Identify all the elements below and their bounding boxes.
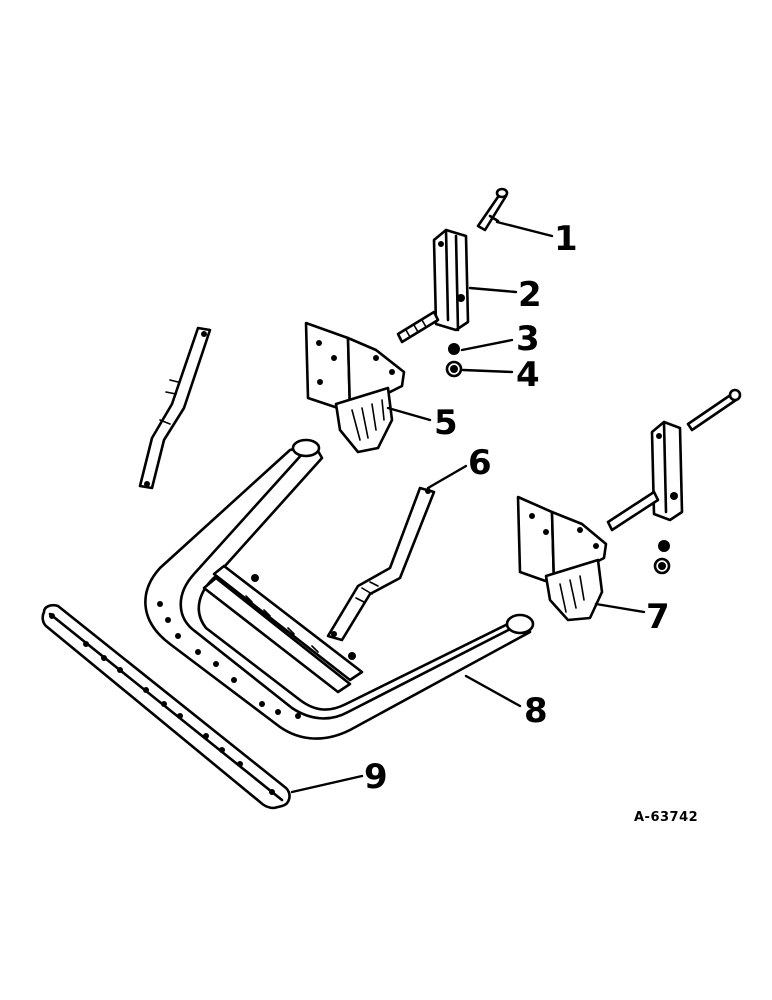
callout-2: 2 [518, 275, 542, 315]
callout-4: 4 [516, 355, 540, 395]
bolt-lower [686, 388, 742, 432]
part-9-drawbar [41, 603, 291, 810]
leader-lines [290, 220, 646, 794]
strap-left [138, 326, 212, 490]
callout-5: 5 [434, 403, 458, 443]
callout-7: 7 [646, 597, 670, 637]
part-8-frame [144, 438, 535, 740]
part-3-nut [448, 343, 460, 355]
nut-lower [658, 540, 670, 552]
callout-1: 1 [554, 219, 578, 259]
washer-lower [653, 557, 671, 575]
part-1-bolt [476, 187, 509, 232]
drawing-number: A-63742 [634, 810, 698, 825]
part-2-clevis-bracket [396, 228, 470, 344]
part-5-mounting-bracket [304, 321, 406, 454]
callout-6: 6 [468, 443, 492, 483]
callout-8: 8 [524, 691, 548, 731]
clevis-lower [606, 420, 684, 532]
part-7-mounting-bracket [516, 495, 608, 622]
callout-3: 3 [516, 319, 540, 359]
part-4-washer [445, 360, 463, 378]
part-6-strap [326, 486, 436, 642]
callout-9: 9 [364, 757, 388, 797]
